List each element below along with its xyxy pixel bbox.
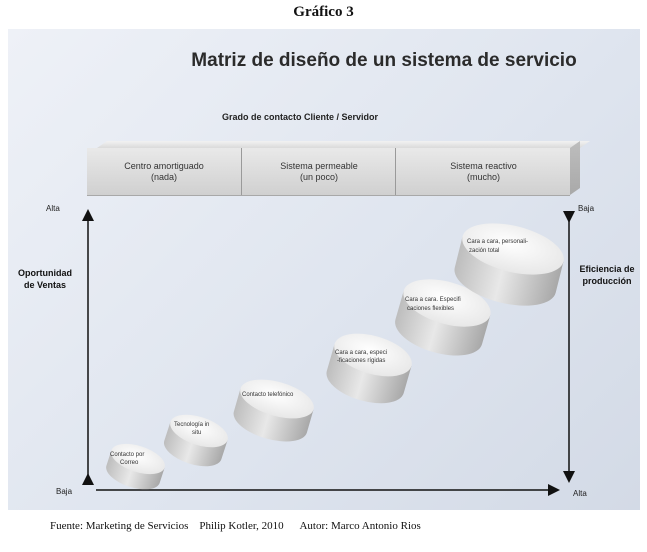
diagram-panel: Matriz de diseño de un sistema de servic…	[8, 29, 640, 510]
left-axis-label-line2: de Ventas	[23, 280, 67, 290]
right-axis-label-line2: producción	[582, 276, 632, 286]
band-cell-line1: Sistema permeable	[280, 160, 358, 171]
cylinder-label: situ	[192, 430, 201, 436]
cylinder-label: Cara a cara, personali-	[467, 239, 528, 245]
cylinder-flexibles	[395, 279, 491, 356]
right-axis-label: Eficiencia de producción	[574, 263, 640, 287]
cylinder-correo	[106, 443, 165, 490]
cylinder-label: Contacto por	[110, 452, 144, 458]
right-axis-bottom: Alta	[573, 489, 587, 498]
left-axis-top: Alta	[46, 204, 60, 213]
band-side-face	[570, 141, 580, 195]
band-cell-amortiguado: Centro amortiguado (nada)	[87, 148, 241, 195]
cylinder-personalizacion	[454, 223, 564, 306]
band-cell-line2: (mucho)	[466, 171, 500, 182]
left-axis-label-line1: Oportunidad	[18, 268, 72, 278]
cylinder-tecnologia	[163, 414, 228, 467]
contact-band: Centro amortiguado (nada) Sistema permea…	[87, 148, 570, 196]
band-cell-line1: Sistema reactivo	[450, 160, 517, 171]
band-cell-permeable: Sistema permeable (un poco)	[241, 148, 396, 195]
cylinder-label: caciones flexibles	[407, 306, 454, 312]
cylinder-label: Correo	[120, 460, 139, 466]
cylinder-rigidas	[326, 333, 412, 404]
figure-title: Gráfico 3	[293, 4, 354, 20]
band-cell-line2: (un poco)	[299, 171, 339, 182]
cylinder-telefonico	[233, 379, 314, 442]
right-axis-label-line1: Eficiencia de	[579, 264, 635, 274]
left-axis-label: Oportunidad de Ventas	[10, 267, 80, 291]
cylinder-label: Cara a cara, especi	[335, 350, 387, 356]
cylinder-label: Contacto telefónico	[242, 392, 294, 398]
diagram-title: Matriz de diseño de un sistema de servic…	[191, 50, 577, 71]
right-axis-top: Baja	[578, 204, 595, 213]
source-note: Fuente: Marketing de Servicios Philip Ko…	[50, 520, 421, 532]
cylinder-label: Tecnología in	[174, 422, 209, 428]
axes-layer: Contacto por Correo Tecnología in situ C…	[82, 209, 575, 496]
cylinder-label: -ficaciones rígidas	[337, 358, 385, 364]
band-cell-line2: (nada)	[150, 171, 177, 182]
left-axis-bottom: Baja	[56, 487, 73, 496]
cylinder-label: Cara a cara. Especifi	[405, 297, 461, 303]
band-heading: Grado de contacto Cliente / Servidor	[222, 112, 379, 122]
band-cell-reactivo: Sistema reactivo (mucho)	[395, 148, 571, 195]
cylinder-label: zación total	[469, 248, 499, 254]
band-cell-line1: Centro amortiguado	[124, 160, 204, 171]
